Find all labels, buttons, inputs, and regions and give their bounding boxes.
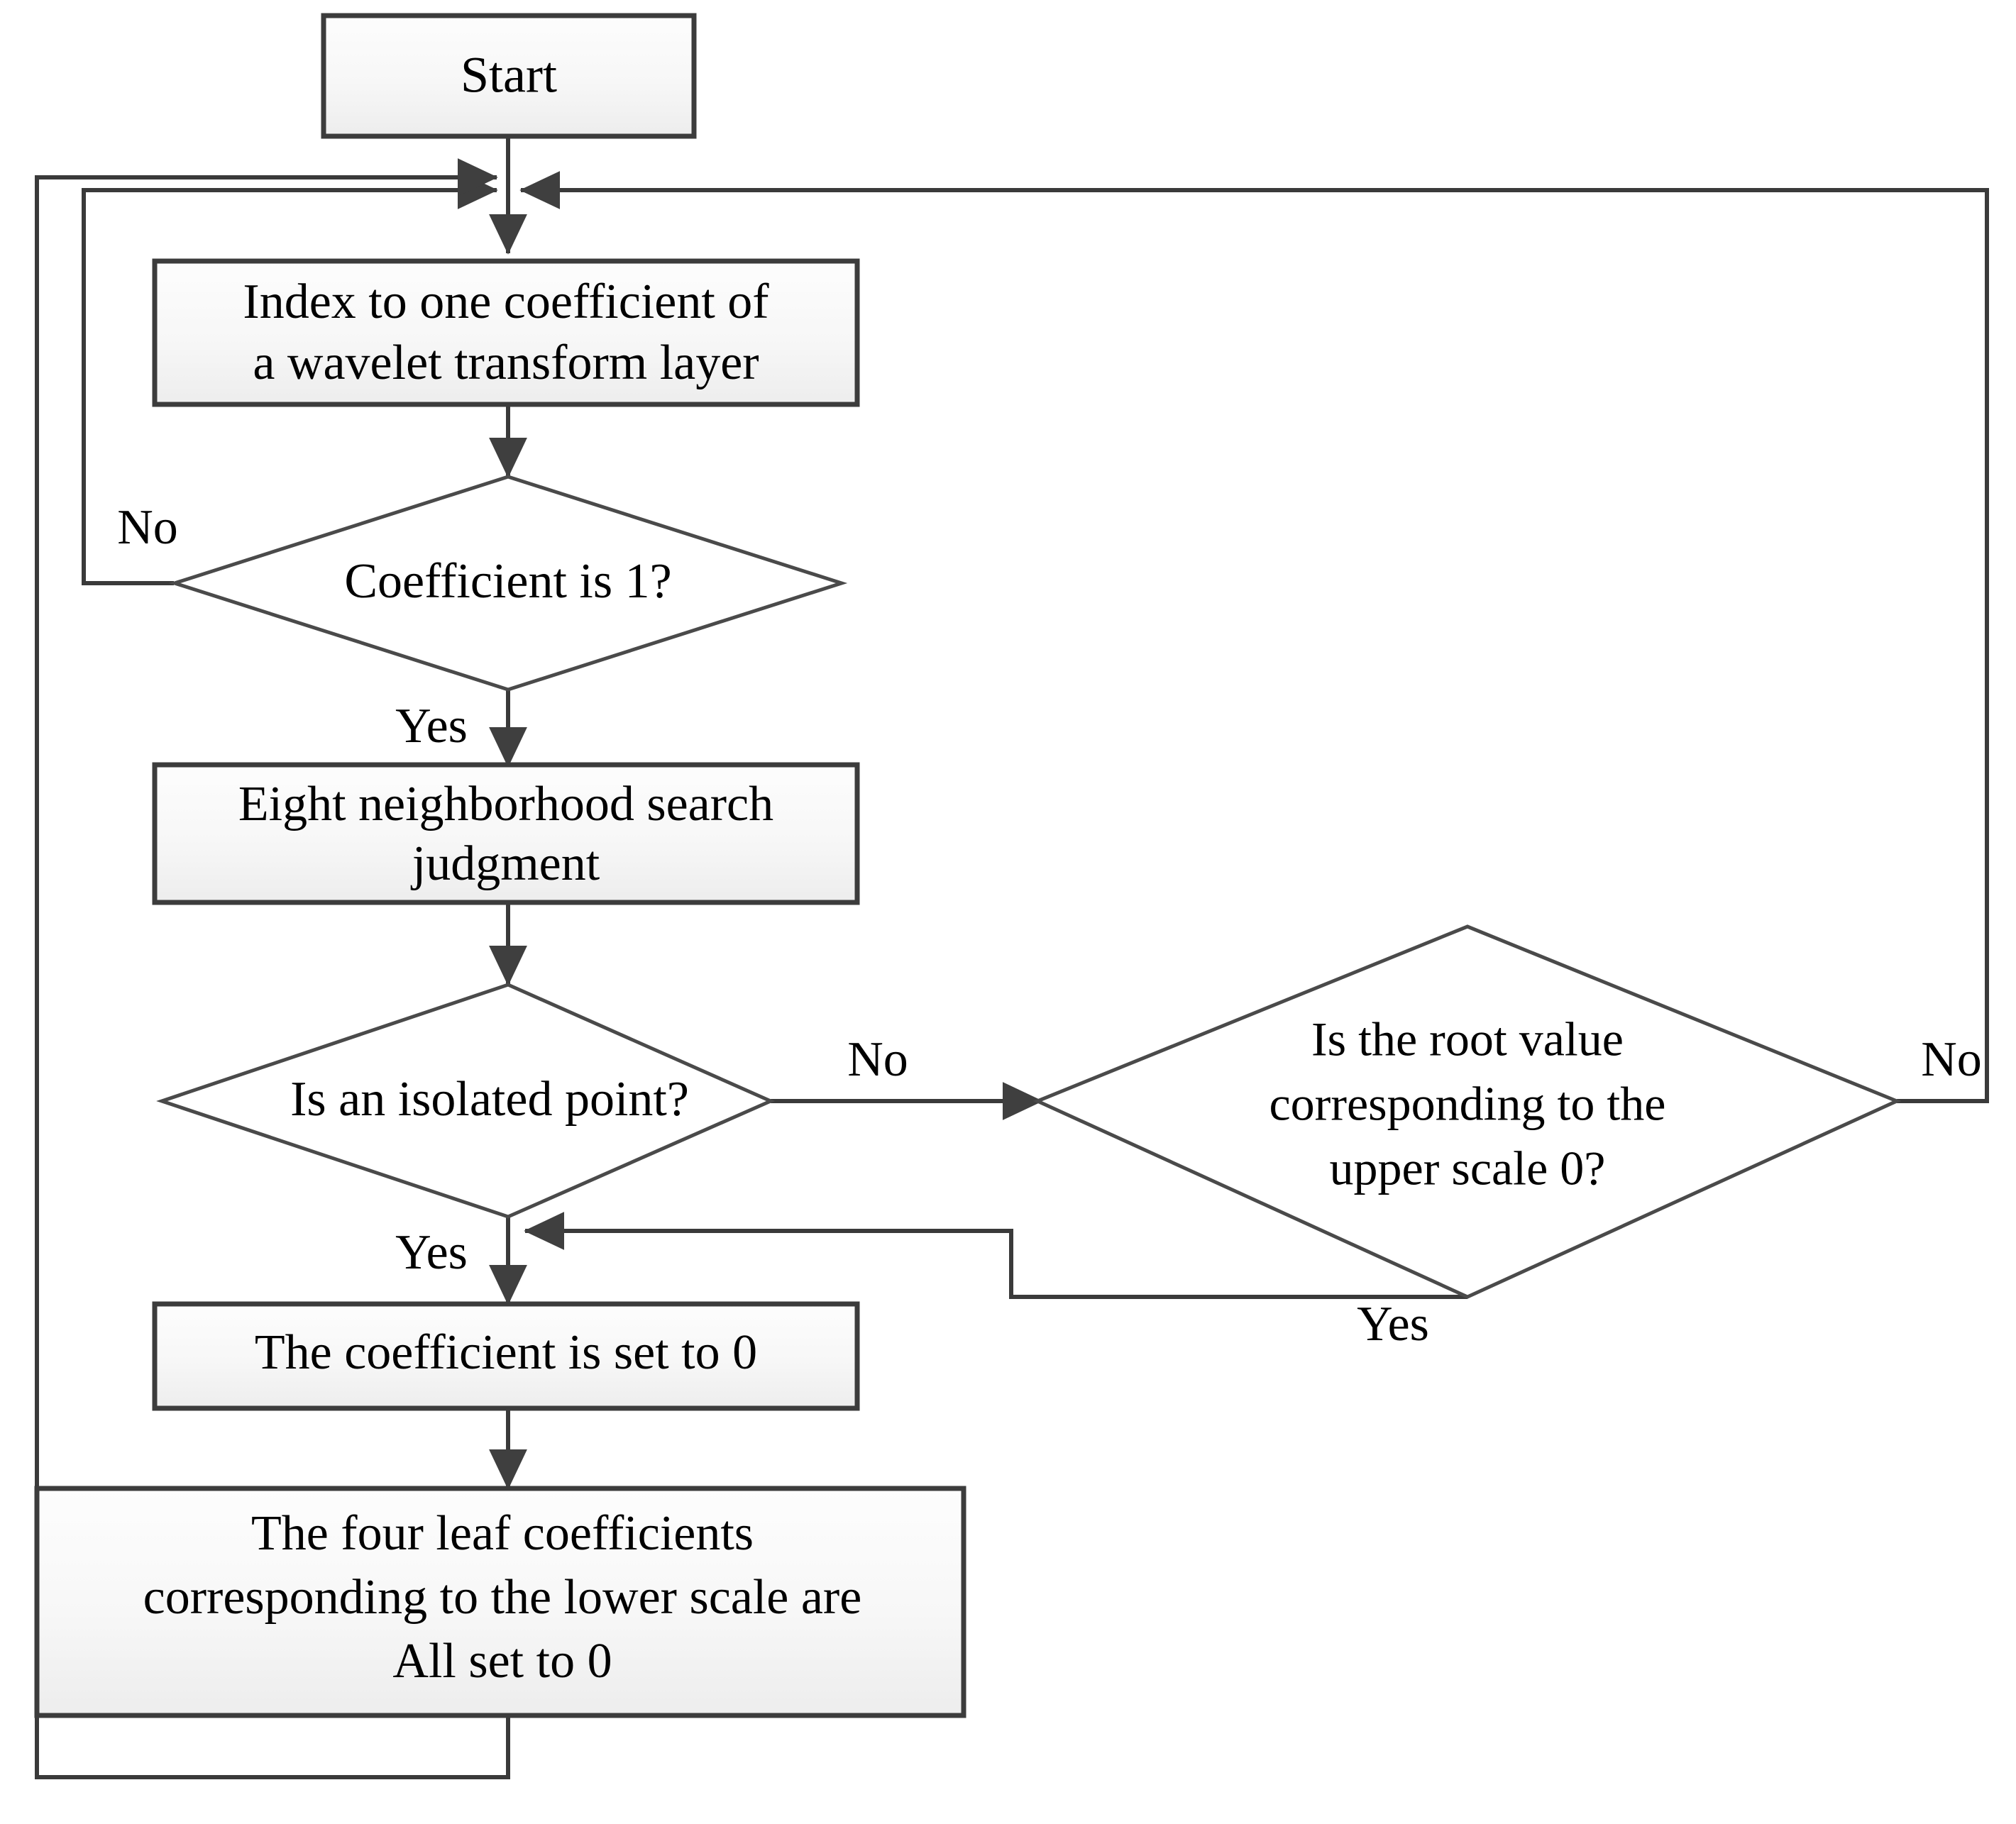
node-eight-neighborhood[interactable]: Eight neighborhood search judgment bbox=[152, 762, 860, 905]
root-decision-label-line2: corresponding to the bbox=[1269, 1077, 1666, 1131]
index-box-shape bbox=[152, 258, 860, 407]
start-box-shape bbox=[321, 13, 697, 139]
start-label: Start bbox=[461, 47, 557, 104]
node-is-isolated-point[interactable]: Is an isolated point? bbox=[156, 983, 776, 1219]
edge-label-coefficient-no: No bbox=[117, 500, 178, 555]
index-label-line2: a wavelet transform layer bbox=[253, 336, 759, 390]
node-start[interactable]: Start bbox=[321, 13, 697, 139]
isolated-decision-label: Is an isolated point? bbox=[290, 1072, 689, 1127]
setzero-box-shape bbox=[152, 1301, 860, 1411]
coefficient-diamond-shape bbox=[168, 475, 848, 692]
node-coefficient-set-to-zero[interactable]: The coefficient is set to 0 bbox=[152, 1301, 860, 1411]
node-index-coefficient[interactable]: Index to one coefficient of a wavelet tr… bbox=[152, 258, 860, 407]
fourleaf-box-shape bbox=[34, 1486, 966, 1718]
root-decision-label-line3: upper scale 0? bbox=[1330, 1142, 1606, 1195]
node-root-value-upper-scale[interactable]: Is the root value corresponding to the u… bbox=[1032, 924, 1902, 1299]
node-four-leaf-coefficients[interactable]: The four leaf coefficients corresponding… bbox=[34, 1486, 966, 1718]
edge-label-root-yes: Yes bbox=[1357, 1297, 1429, 1352]
edge-root-no-loopback bbox=[519, 171, 1989, 1103]
edge-coef-no-loopback bbox=[82, 171, 498, 585]
fourleaf-label-line3: All set to 0 bbox=[392, 1634, 612, 1688]
edge-root-yes-to-setzero bbox=[524, 1212, 1467, 1299]
edge-fourleaf-loopback bbox=[35, 158, 510, 1779]
edge-label-root-no: No bbox=[1921, 1032, 1982, 1087]
eight-label-line2: judgment bbox=[410, 836, 600, 891]
root-decision-label-line1: Is the root value bbox=[1311, 1012, 1624, 1066]
root-diamond-shape bbox=[1032, 924, 1902, 1299]
eight-label-line1: Eight neighborhood search bbox=[238, 777, 773, 831]
fourleaf-label-line2: corresponding to the lower scale are bbox=[143, 1570, 862, 1625]
edge-label-isolated-yes: Yes bbox=[395, 1225, 468, 1280]
edge-label-coefficient-yes: Yes bbox=[395, 699, 468, 753]
node-coefficient-is-1[interactable]: Coefficient is 1? bbox=[168, 475, 848, 692]
index-label-line1: Index to one coefficient of bbox=[243, 275, 769, 329]
coefficient-decision-label: Coefficient is 1? bbox=[344, 554, 671, 609]
fourleaf-label-line1: The four leaf coefficients bbox=[251, 1506, 754, 1561]
isolated-diamond-shape bbox=[156, 983, 776, 1219]
setzero-label: The coefficient is set to 0 bbox=[255, 1325, 757, 1380]
edge-label-isolated-no: No bbox=[847, 1032, 908, 1087]
eight-box-shape bbox=[152, 762, 860, 905]
